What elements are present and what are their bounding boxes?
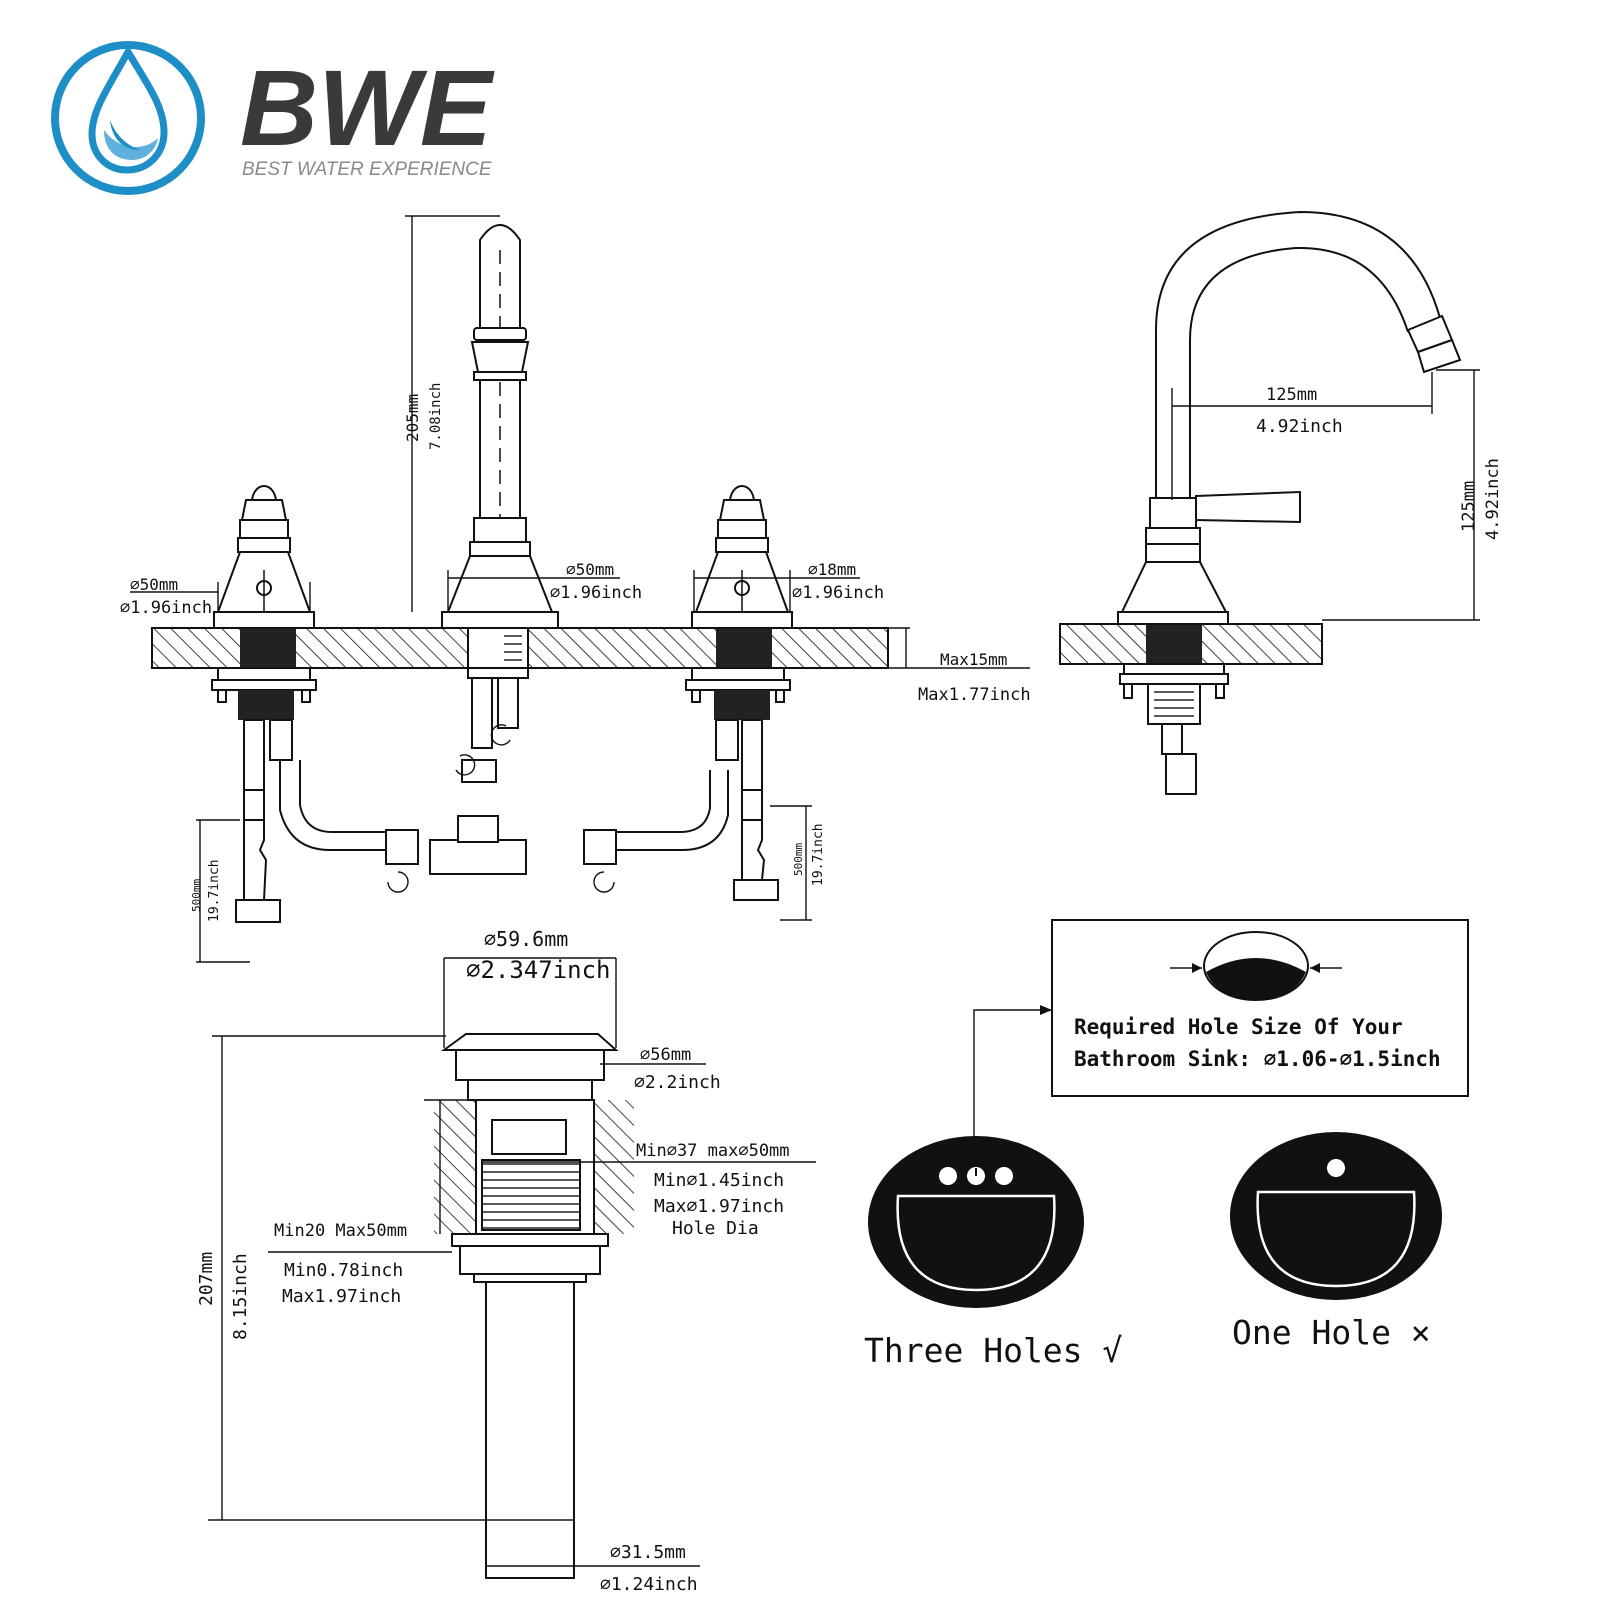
side-view: 125mm 4.92inch 125mm 4.92inch (1059, 210, 1503, 795)
hose-assembly (279, 760, 729, 893)
spout-height-inch: 7.08inch (428, 383, 444, 450)
deck-max-inch: Max1.77inch (918, 685, 1031, 705)
dim-drain-length: 207mm 8.15inch (196, 1035, 574, 1521)
one-hole-sink-icon (1230, 1132, 1442, 1300)
deck-max-mm: Max15mm (940, 650, 1007, 669)
dim-drain-cap: ⌀56mm ⌀2.2inch (600, 1045, 721, 1093)
drain-top-dia-mm: ⌀59.6mm (484, 927, 568, 951)
left-handle (213, 485, 315, 629)
spout-base-dia-mm: ⌀50mm (566, 560, 614, 579)
hole-profile-icon (1170, 931, 1342, 1001)
front-view: 205mm 7.08inch ⌀50mm ⌀1.96inch ⌀50mm ⌀1.… (120, 215, 1031, 963)
dim-right-hose: 500mm 19.7inch (770, 805, 826, 921)
hole-min-inch: Min⌀1.45inch (654, 1170, 784, 1191)
right-handle-dia-mm: ⌀18mm (808, 560, 856, 579)
one-hole-label: One Hole × (1232, 1313, 1431, 1352)
tail-dia-inch: ⌀1.24inch (600, 1574, 698, 1595)
right-valve-body (685, 667, 791, 901)
dim-left-hose: 500mm 19.7inch (190, 819, 250, 963)
hole-label: Hole Dia (672, 1218, 759, 1239)
drain-top-dia-inch: ⌀2.347inch (466, 956, 611, 984)
dim-drain-top: ⌀59.6mm ⌀2.347inch (443, 927, 617, 1048)
thickness-max-inch: Max1.97inch (282, 1286, 401, 1307)
pop-up-drain: ⌀59.6mm ⌀2.347inch ⌀56mm ⌀2.2inch Min⌀37… (196, 927, 816, 1595)
dim-left-handle: ⌀50mm ⌀1.96inch (120, 575, 311, 618)
dim-right-handle: ⌀18mm ⌀1.96inch (693, 560, 884, 612)
dim-spout-base: ⌀50mm ⌀1.96inch (447, 560, 642, 612)
dim-side-height: 125mm 4.92inch (1322, 369, 1503, 621)
hole-size-callout: Required Hole Size Of Your Bathroom Sink… (973, 919, 1469, 1148)
thickness-mm: Min20 Max50mm (274, 1221, 407, 1241)
brand-tagline: BEST WATER EXPERIENCE (242, 159, 492, 180)
right-hose-inch: 19.7inch (811, 823, 826, 886)
hole-max-inch: Max⌀1.97inch (654, 1196, 784, 1217)
dim-tailpipe: ⌀31.5mm ⌀1.24inch (486, 1542, 700, 1595)
reach-inch: 4.92inch (1256, 416, 1343, 437)
dim-reach: 125mm 4.92inch (1171, 372, 1433, 500)
left-hose-mm: 500mm (190, 879, 203, 912)
cap-dia-inch: ⌀2.2inch (634, 1072, 721, 1093)
side-height-mm: 125mm (1459, 481, 1479, 532)
dim-sink-thickness: Min20 Max50mm Min0.78inch Max1.97inch (268, 1099, 476, 1307)
dim-hole-dia: Min⌀37 max⌀50mm Min⌀1.45inch Max⌀1.97inc… (482, 1141, 816, 1239)
dim-spout-height: 205mm 7.08inch (403, 215, 500, 612)
three-holes-label: Three Holes √ (864, 1331, 1122, 1370)
logo-ring-icon (51, 41, 205, 195)
right-handle-dia-inch: ⌀1.96inch (792, 583, 884, 603)
right-hose-mm: 500mm (792, 843, 805, 876)
dim-deck-thickness: Max15mm Max1.77inch (888, 627, 1031, 705)
left-valve-body (211, 667, 317, 923)
brand-name: BWE (240, 47, 495, 168)
hole-note-line2: Bathroom Sink: ⌀1.06-⌀1.5inch (1074, 1047, 1441, 1071)
length-inch: 8.15inch (230, 1253, 251, 1340)
cap-dia-mm: ⌀56mm (640, 1045, 691, 1065)
spout-height-mm: 205mm (403, 394, 422, 442)
hole-note-line1: Required Hole Size Of Your (1074, 1015, 1403, 1039)
tail-dia-mm: ⌀31.5mm (610, 1542, 686, 1563)
hole-range-mm: Min⌀37 max⌀50mm (636, 1141, 790, 1161)
spout-shank (455, 667, 529, 783)
left-handle-dia-mm: ⌀50mm (130, 575, 178, 594)
spout-base-dia-inch: ⌀1.96inch (550, 583, 642, 603)
left-hose-inch: 19.7inch (207, 859, 222, 922)
right-handle (691, 485, 793, 629)
spout (441, 224, 559, 629)
thickness-min-inch: Min0.78inch (284, 1260, 403, 1281)
reach-mm: 125mm (1266, 385, 1317, 405)
water-drop-icon (88, 45, 168, 174)
brand-logo: BWE BEST WATER EXPERIENCE (51, 41, 495, 195)
length-mm: 207mm (196, 1252, 217, 1306)
three-holes-sink-icon (868, 1136, 1084, 1308)
side-height-inch: 4.92inch (1483, 458, 1503, 540)
left-handle-dia-inch: ⌀1.96inch (120, 598, 212, 618)
